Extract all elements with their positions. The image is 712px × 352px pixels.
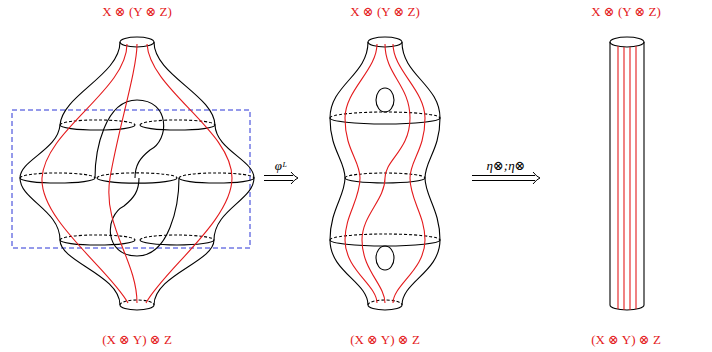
double-arrow — [264, 172, 298, 184]
surface-left — [20, 37, 254, 310]
strands-middle — [345, 44, 425, 303]
object-label-bottom: (X ⊗ Y) ⊗ Z — [102, 332, 172, 348]
object-label-top: X ⊗ (Y ⊗ Z) — [350, 4, 420, 20]
cylinder — [610, 37, 644, 310]
surface-node: X ⊗ (Y ⊗ Z) (X ⊗ Y) ⊗ Z — [12, 4, 262, 348]
arrow-label: η⊗;η⊗ — [485, 158, 526, 173]
arrow-label: φᴸ — [274, 158, 288, 173]
surface-middle — [330, 37, 440, 310]
double-arrow — [472, 172, 540, 184]
strands-right — [618, 46, 636, 310]
object-label-bottom: (X ⊗ Y) ⊗ Z — [591, 332, 661, 348]
surface-node: X ⊗ (Y ⊗ Z) (X ⊗ Y) ⊗ Z — [542, 4, 710, 348]
object-label-top: X ⊗ (Y ⊗ Z) — [102, 4, 172, 20]
dashed-region — [12, 110, 250, 248]
object-label-top: X ⊗ (Y ⊗ Z) — [591, 4, 661, 20]
object-label-bottom: (X ⊗ Y) ⊗ Z — [350, 332, 420, 348]
surface-node: X ⊗ (Y ⊗ Z) (X ⊗ Y) ⊗ Z — [300, 4, 470, 348]
strands-left — [42, 44, 232, 303]
